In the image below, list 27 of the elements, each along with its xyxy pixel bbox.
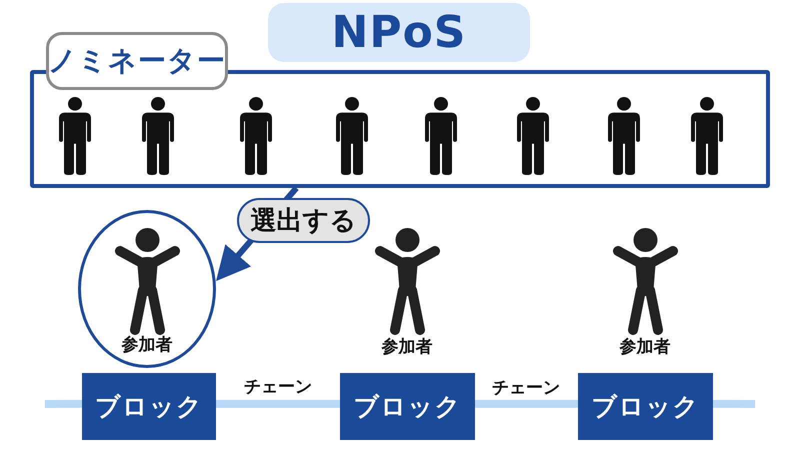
person-icon: [690, 97, 724, 175]
person-arms-raised-icon: [374, 228, 441, 336]
title: NPoS: [268, 3, 530, 62]
person-icon: [516, 97, 550, 175]
person-icon: [424, 97, 458, 175]
edge-label: 選出する: [237, 198, 370, 243]
person-arms-raised-icon: [612, 228, 679, 336]
group-heading: ノミネーター: [46, 32, 228, 90]
chain-line: [44, 400, 82, 408]
person-icon: [141, 97, 175, 175]
highlight-ellipse: [78, 210, 216, 368]
participant-label: 参加者: [382, 339, 432, 356]
participant-label: 参加者: [620, 339, 670, 356]
chain-line: [475, 400, 578, 408]
person-icon: [335, 97, 369, 175]
person-icon: [607, 97, 641, 175]
chain-line: [216, 400, 340, 408]
block-box: ブロック: [340, 373, 475, 440]
person-icon: [239, 97, 273, 175]
chain-line: [712, 400, 756, 408]
person-arms-raised-icon: [114, 228, 181, 336]
edge-label: チェーン: [242, 379, 314, 396]
block-box: ブロック: [578, 373, 713, 440]
participant-label: 参加者: [122, 337, 172, 354]
person-icon: [58, 97, 92, 175]
edge-label: チェーン: [490, 380, 562, 397]
block-box: ブロック: [82, 373, 216, 440]
